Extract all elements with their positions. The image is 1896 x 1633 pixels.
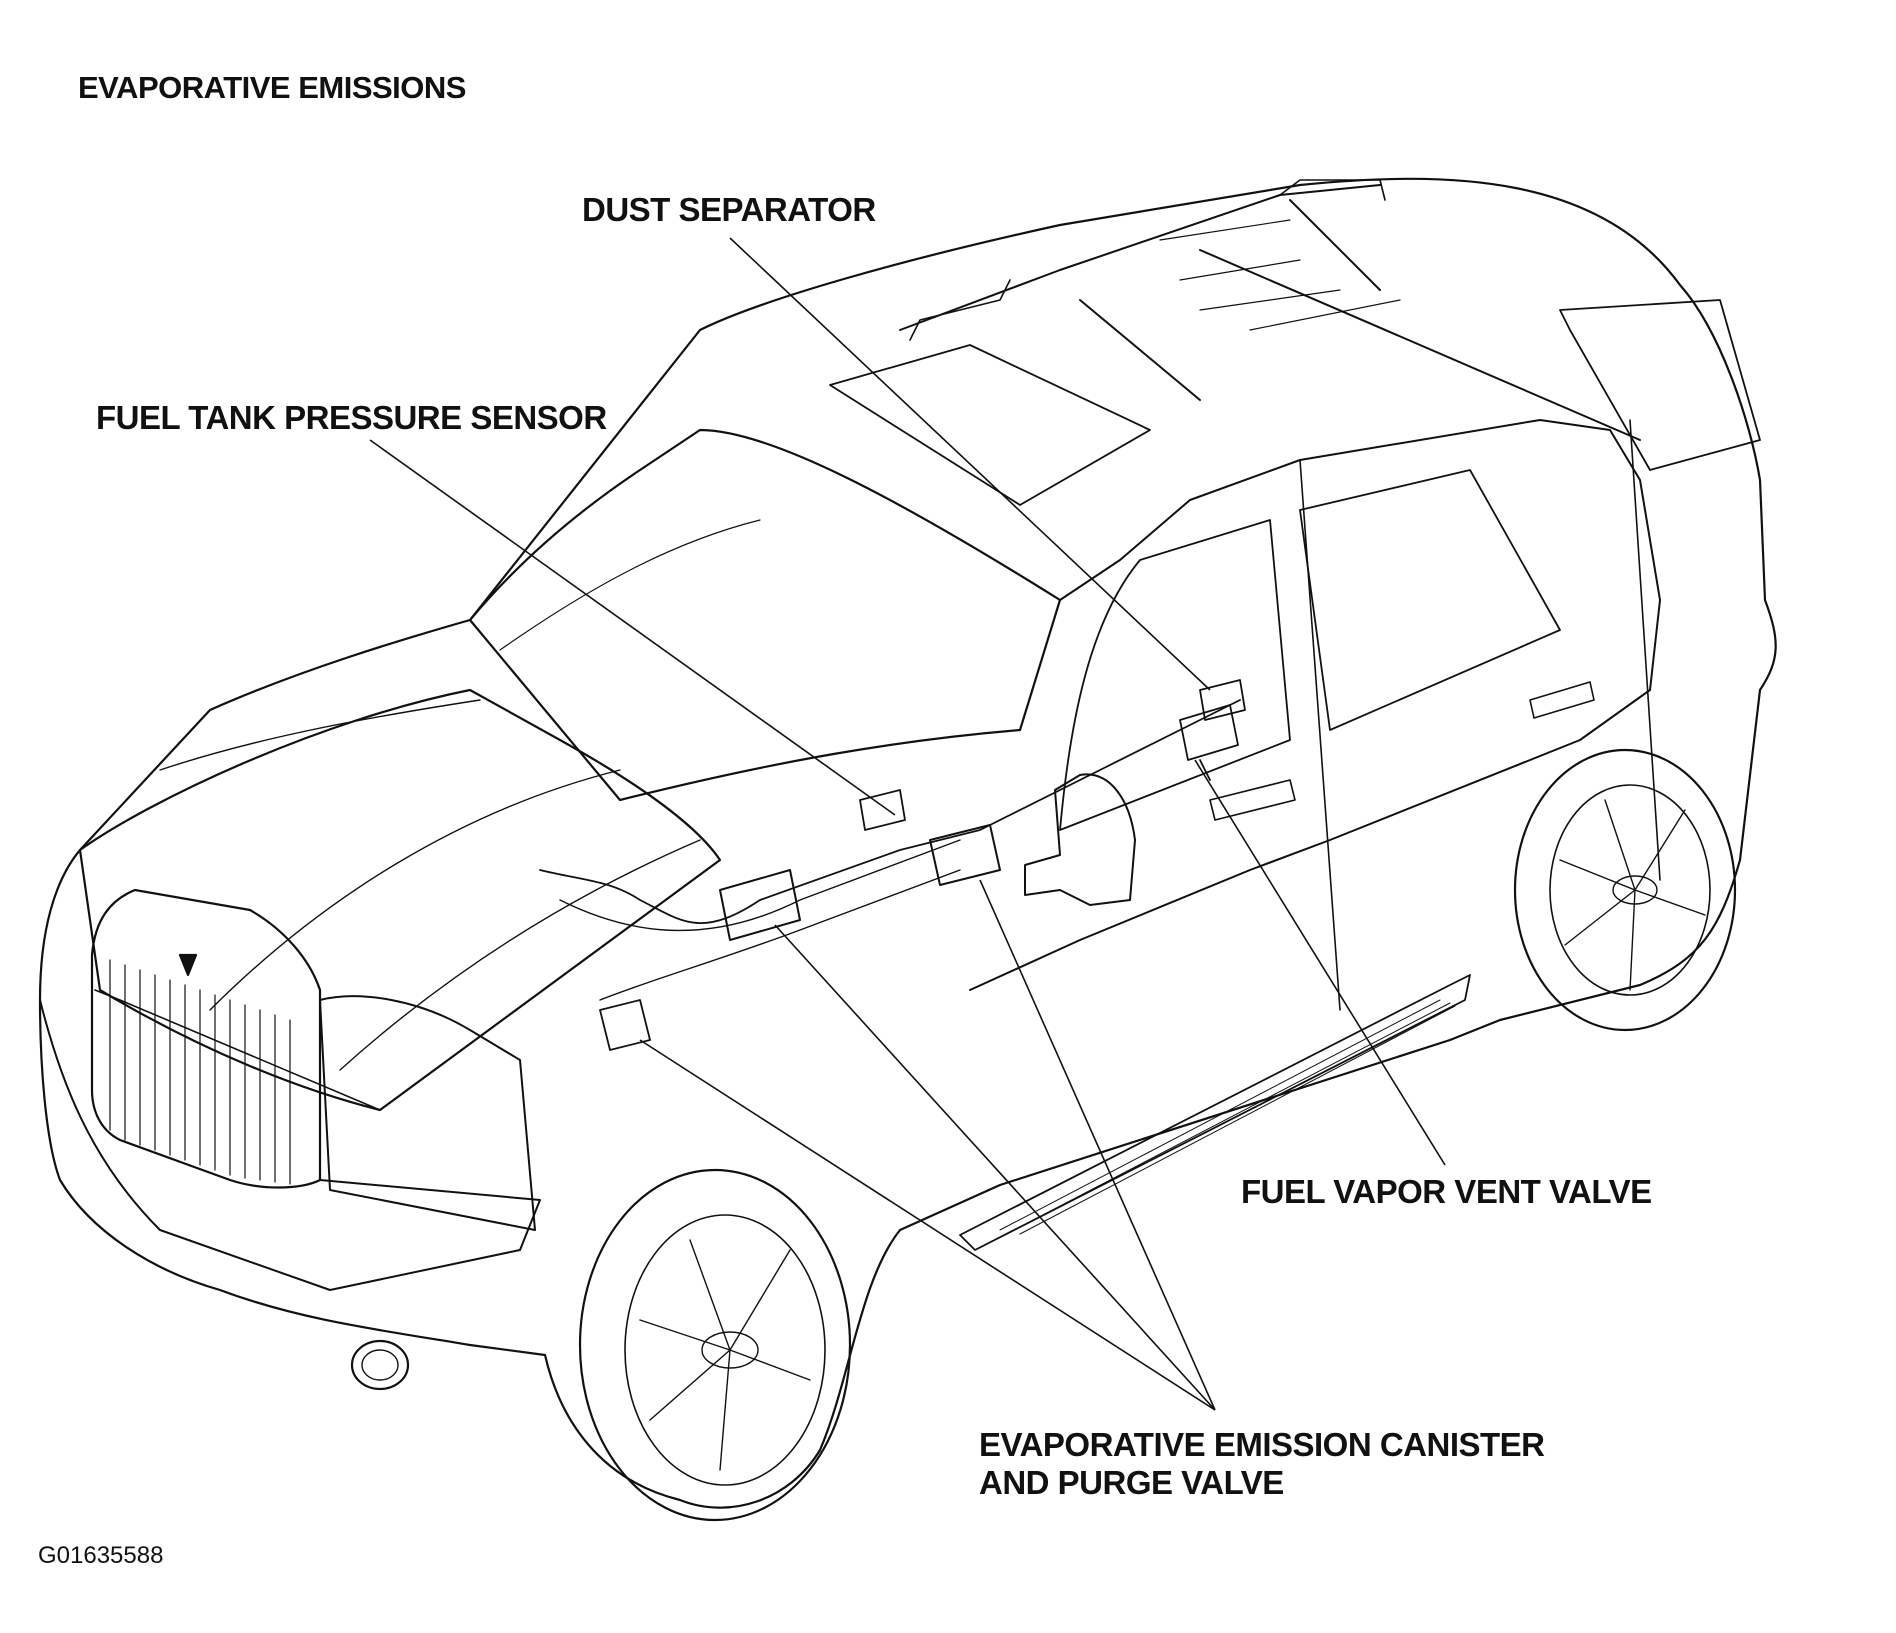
callout-canister-line1: EVAPORATIVE EMISSION CANISTER bbox=[979, 1426, 1545, 1463]
running-board bbox=[959, 974, 1471, 1251]
front-wheel bbox=[578, 1168, 852, 1522]
leader-fuel-vapor-vent-valve bbox=[1194, 759, 1446, 1166]
fuel-vapor-vent-valve-part bbox=[1179, 704, 1239, 781]
leader-fuel-tank-pressure-sensor bbox=[369, 439, 896, 816]
diagram-title: EVAPORATIVE EMISSIONS bbox=[78, 70, 466, 105]
callout-fuel-vapor-vent-valve: FUEL VAPOR VENT VALVE bbox=[1241, 1173, 1652, 1210]
callout-dust-separator: DUST SEPARATOR bbox=[582, 191, 876, 228]
vehicle-body-outline bbox=[38, 177, 1777, 1509]
windshield bbox=[468, 428, 1062, 802]
callout-fuel-tank-pressure-sensor: FUEL TANK PRESSURE SENSOR bbox=[96, 399, 607, 436]
door-handle-rear bbox=[1529, 681, 1595, 719]
callout-canister-line2: AND PURGE VALVE bbox=[979, 1464, 1284, 1501]
leader-canister-a bbox=[639, 1039, 1216, 1411]
headlight bbox=[319, 995, 536, 1231]
purge-valve-part bbox=[599, 999, 651, 1051]
evap-canister bbox=[719, 824, 1001, 941]
front-door-window bbox=[1059, 519, 1291, 831]
leader-canister-c bbox=[979, 879, 1216, 1411]
fog-light bbox=[350, 1339, 410, 1391]
front-grille bbox=[90, 888, 322, 1189]
vapor-lines bbox=[539, 699, 1241, 924]
leader-canister-b bbox=[774, 924, 1216, 1411]
rear-door-window bbox=[1299, 469, 1561, 731]
front-bumper bbox=[39, 999, 541, 1291]
leader-dust-separator bbox=[729, 237, 1211, 691]
hood-outline bbox=[78, 688, 722, 1112]
figure-id: G01635588 bbox=[38, 1542, 164, 1569]
rear-wheel bbox=[1513, 748, 1737, 1032]
dust-separator-part bbox=[1199, 679, 1246, 721]
fuel-tank-pressure-sensor-part bbox=[859, 789, 906, 831]
side-mirror bbox=[1024, 773, 1136, 906]
door-handle-front bbox=[1209, 779, 1296, 821]
rear-quarter-window bbox=[1559, 299, 1761, 471]
roof-rack bbox=[899, 184, 1641, 441]
sunroof bbox=[829, 344, 1151, 506]
